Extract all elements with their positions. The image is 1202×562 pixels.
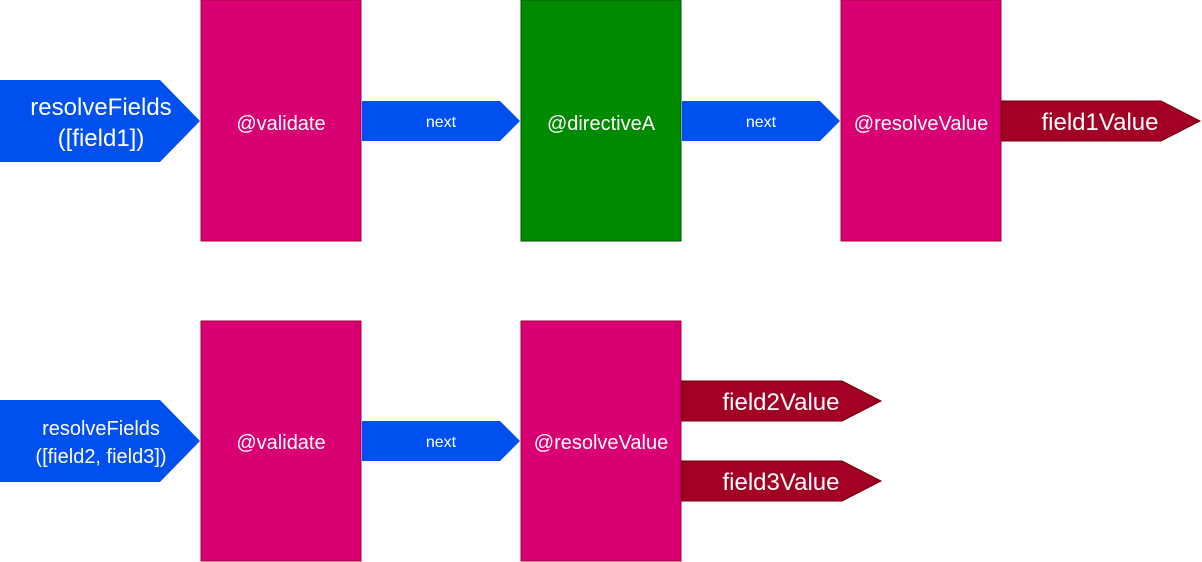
pipeline-1-directive-block[interactable]: @directiveA [520,0,682,242]
pipeline-2-output-field3-label: field3Value [723,469,840,496]
pipeline-1-next-arrow-1-shape [362,101,520,141]
pipeline-2-resolve-block-shape [520,320,682,562]
pipeline-1-input-arrow-shape [0,80,200,162]
pipeline-1-validate-block[interactable]: @validate [200,0,362,242]
pipeline-2-resolve-block[interactable]: @resolveValue [520,320,682,562]
pipeline-2-input-arrow[interactable]: resolveFields ([field2, field3]) [0,400,200,482]
pipeline-1-resolve-block-shape [840,0,1002,242]
pipeline-1-output-field1-shape [1000,100,1202,142]
pipeline-1-input-label-line1: resolveFields [30,94,171,121]
pipeline-2-validate-block-shape [200,320,362,562]
pipeline-1-next-arrow-1[interactable]: next [362,101,520,141]
pipeline-1-resolve-block[interactable]: @resolveValue [840,0,1002,242]
pipeline-1-validate-block-shape [200,0,362,242]
pipeline-2-output-field2[interactable]: field2Value [681,380,883,422]
pipeline-1-next-label-1: next [426,114,457,131]
pipeline-1-directive-label: @directiveA [547,113,656,135]
pipeline-2-next-label: next [426,434,457,451]
pipeline-1: resolveFields ([field1]) @validate next … [0,0,1202,242]
pipeline-1-validate-label: @validate [236,113,325,135]
pipeline-1-output-field1[interactable]: field1Value [1000,100,1202,142]
pipeline-2-output-field2-label: field2Value [723,389,840,416]
pipeline-1-output-field1-label: field1Value [1042,109,1159,136]
pipeline-2-validate-block[interactable]: @validate [200,320,362,562]
pipeline-2-resolve-label: @resolveValue [534,432,668,454]
pipeline-1-next-arrow-2-shape [682,101,840,141]
pipeline-2-output-field2-shape [681,380,883,422]
pipeline-2-output-field3-shape [681,460,883,502]
pipeline-1-next-arrow-2[interactable]: next [682,101,840,141]
pipeline-1-input-arrow[interactable]: resolveFields ([field1]) [0,80,200,162]
pipeline-2-next-arrow[interactable]: next [362,421,520,461]
pipeline-2-input-arrow-shape [0,400,200,482]
pipeline-1-input-label-line2: ([field1]) [58,125,145,152]
pipeline-2-input-label-line1: resolveFields [42,418,160,440]
pipeline-2-validate-label: @validate [236,432,325,454]
pipeline-1-resolve-label: @resolveValue [854,113,988,135]
pipeline-1-directive-block-shape [520,0,682,242]
pipeline-2-next-arrow-shape [362,421,520,461]
pipeline-2-output-field3[interactable]: field3Value [681,460,883,502]
pipeline-1-next-label-2: next [746,114,777,131]
pipeline-2-input-label-line2: ([field2, field3]) [35,446,166,468]
pipeline-2: resolveFields ([field2, field3]) @valida… [0,320,883,562]
